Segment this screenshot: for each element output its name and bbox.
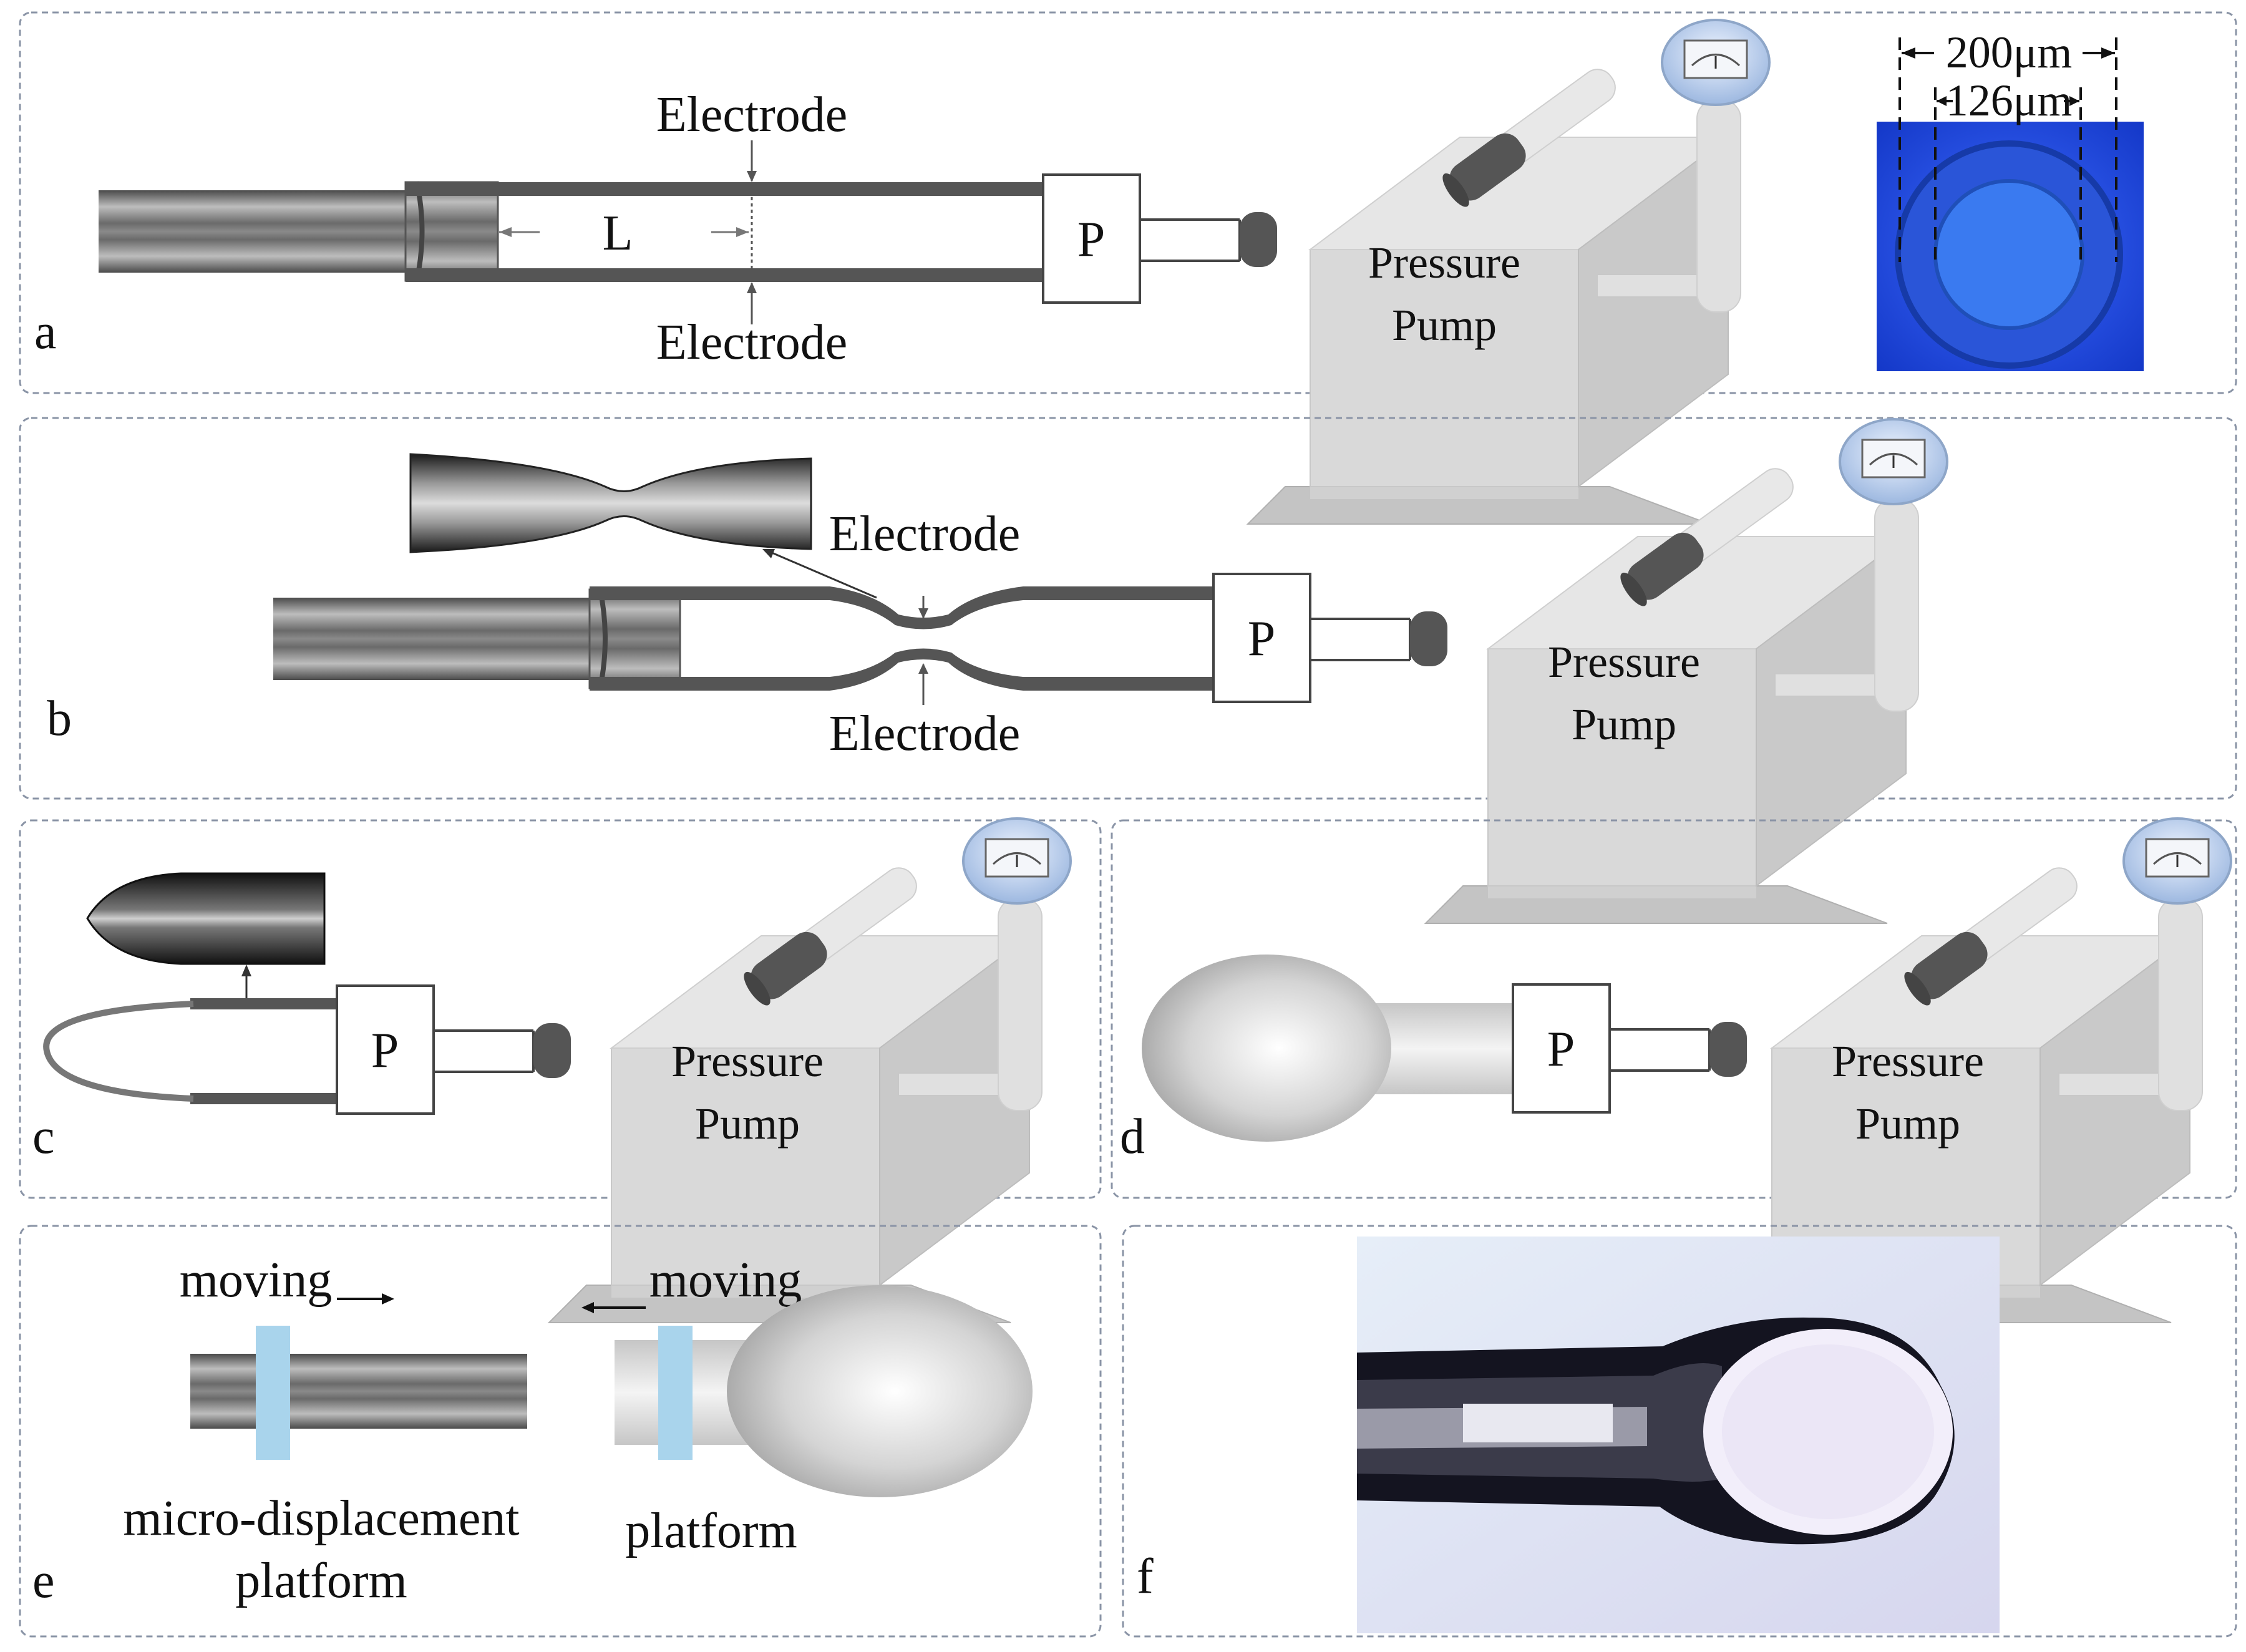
panel-letter-d: d bbox=[1120, 1109, 1145, 1164]
fiber-e bbox=[190, 1326, 527, 1460]
platform-label-left-line2: platform bbox=[235, 1553, 407, 1608]
panel-b: Electrode Electrode P Pressure Pump b bbox=[19, 417, 2237, 925]
electrode-label-top-a: Electrode bbox=[656, 87, 847, 142]
electrode-bottom-b: Electrode bbox=[829, 663, 1020, 761]
dim-inner-label: 126μm bbox=[1946, 75, 2073, 125]
pressure-pump-b: Pressure Pump bbox=[1424, 418, 1948, 925]
pump-label-line1-b: Pressure bbox=[1548, 637, 1700, 687]
pump-label-line1-c: Pressure bbox=[671, 1036, 824, 1086]
fiber-b bbox=[273, 588, 681, 689]
moving-label-right: moving bbox=[649, 1253, 802, 1308]
length-label: L bbox=[603, 206, 633, 261]
pressure-connector-d: P bbox=[1512, 983, 1748, 1114]
pressure-pump-c: Pressure Pump bbox=[548, 817, 1072, 1324]
panel-f-frame bbox=[1122, 1225, 2237, 1638]
pressure-pump-a: Pressure Pump bbox=[1247, 19, 1771, 525]
platform-block-left bbox=[256, 1326, 290, 1460]
panel-e: moving micro-displacement platform movin… bbox=[19, 1225, 1102, 1638]
electrode-bottom-a: Electrode bbox=[656, 282, 847, 370]
panel-letter-c: c bbox=[32, 1109, 55, 1164]
panel-c: P Pressure Pump c bbox=[19, 817, 1102, 1324]
panel-letter-e: e bbox=[32, 1553, 55, 1608]
platform-block-right bbox=[658, 1326, 693, 1460]
pressure-connector-c: P bbox=[336, 984, 572, 1115]
electrode-label-top-b: Electrode bbox=[829, 507, 1020, 561]
electrode-top-b: Electrode bbox=[829, 507, 1020, 619]
panel-letter-b: b bbox=[47, 691, 72, 746]
sealed-tip-micrograph bbox=[86, 872, 326, 965]
electrode-label-bottom-a: Electrode bbox=[656, 315, 847, 370]
tapered-capillary-b bbox=[590, 586, 1215, 691]
capillary-a bbox=[406, 182, 1045, 282]
sealed-capillary-c bbox=[43, 998, 337, 1104]
length-marker-a: L bbox=[499, 197, 753, 268]
pump-label-line1-d: Pressure bbox=[1832, 1036, 1984, 1086]
panel-c-frame bbox=[19, 819, 1102, 1199]
connector-p-label-d: P bbox=[1547, 1022, 1575, 1077]
pump-label-line2-b: Pump bbox=[1572, 699, 1676, 749]
panel-letter-a: a bbox=[34, 304, 57, 359]
cross-section-micrograph: 200μm 126μm bbox=[1877, 27, 2144, 371]
pressure-connector-a: P bbox=[1042, 173, 1278, 304]
pump-label-line2-a: Pump bbox=[1392, 300, 1497, 350]
panel-f: f bbox=[1122, 1225, 2237, 1638]
taper-micrograph bbox=[409, 453, 812, 553]
pressure-connector-b: P bbox=[1212, 573, 1449, 703]
fiber-a bbox=[99, 181, 499, 282]
panel-d-frame bbox=[1111, 819, 2237, 1199]
platform-label-left-line1: micro-displacement bbox=[123, 1491, 519, 1546]
panel-a: L Electrode Electrode P Pressure Pump bbox=[19, 11, 2237, 525]
pump-label-line2-d: Pump bbox=[1855, 1099, 1960, 1149]
dim-outer-label: 200μm bbox=[1946, 27, 2073, 77]
bubble-d bbox=[1142, 955, 1516, 1142]
platform-label-right: platform bbox=[625, 1504, 797, 1558]
pump-label-line2-c: Pump bbox=[695, 1099, 800, 1149]
bubble-e bbox=[615, 1285, 1033, 1497]
electrode-label-bottom-b: Electrode bbox=[829, 706, 1020, 761]
panel-a-frame bbox=[19, 11, 2237, 394]
bubble-micrograph bbox=[1357, 1237, 2000, 1633]
connector-p-label-a: P bbox=[1077, 212, 1106, 267]
connector-p-label-b: P bbox=[1248, 611, 1276, 666]
moving-label-left: moving bbox=[180, 1253, 332, 1308]
panel-letter-f: f bbox=[1137, 1549, 1154, 1604]
panel-d: P Pressure Pump d bbox=[1111, 817, 2237, 1324]
connector-p-label-c: P bbox=[371, 1023, 399, 1078]
pressure-pump-d: Pressure Pump bbox=[1708, 817, 2232, 1324]
pump-label-line1-a: Pressure bbox=[1368, 238, 1520, 288]
panel-b-frame bbox=[19, 417, 2237, 800]
panel-e-frame bbox=[19, 1225, 1102, 1638]
electrode-top-a: Electrode bbox=[656, 87, 847, 182]
